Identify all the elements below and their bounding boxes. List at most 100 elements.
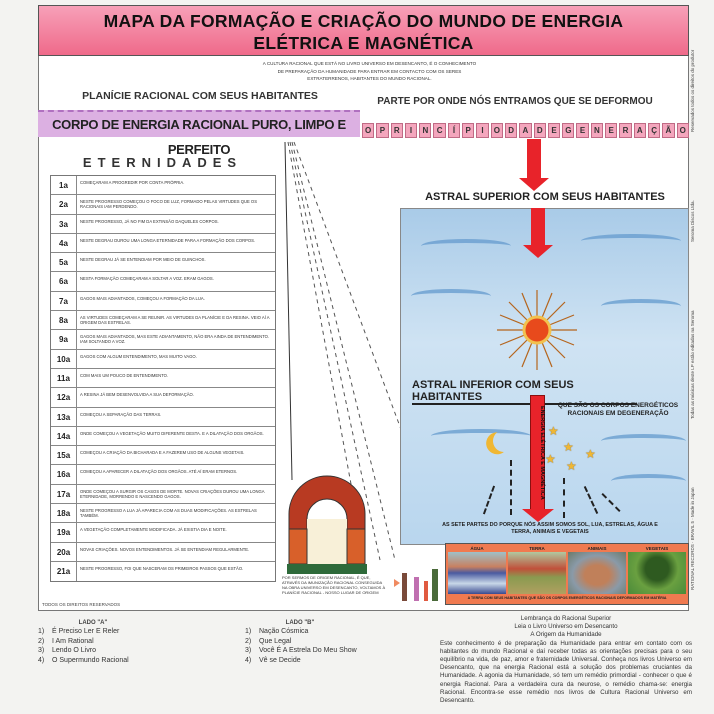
degeneracao-letter: O: [490, 123, 503, 138]
track: 3)Você É A Estrela Do Meu Show: [245, 647, 357, 654]
eternidade-text: COMEÇOU A CRIAÇÃO DA BICHARADA E A FAZER…: [80, 450, 245, 456]
lembranca-line-1: Lembrança do Racional Superior: [520, 615, 612, 622]
eternidade-text: ONDE COMEÇOU A SURGIR OS CASOS DE MORTE.…: [80, 488, 265, 499]
astral-superior-heading: ASTRAL SUPERIOR COM SEUS HABITANTES: [425, 191, 665, 203]
eternidade-number: 20a: [51, 542, 77, 561]
red-arrow-down-icon: [519, 139, 549, 191]
eternidade-number: 12a: [51, 388, 77, 407]
red-arrow-down-icon: [523, 208, 553, 258]
panel-animais: ANIMAIS: [568, 546, 626, 594]
degeneracao-letter: D: [533, 123, 546, 138]
sete-partes-caption: AS SETE PARTES DO PORQUE NÓS ASSIM SOMOS…: [442, 522, 658, 535]
degeneracao-letter: E: [605, 123, 618, 138]
eternidade-text: A VEGETAÇÃO COMPLETAMENTE MODIFICADA. JÁ…: [80, 527, 227, 533]
eternidade-number: 8a: [51, 311, 77, 330]
panel-label: ANIMAIS: [587, 546, 607, 551]
eternidade-text: NESTE PROGRESSO, FOI QUE NASCERAM OS PRI…: [80, 565, 244, 571]
track: 2)I Am Rational: [38, 637, 94, 645]
star-icon: ★: [585, 447, 596, 461]
track: 2)Que Legal: [245, 637, 292, 645]
eternidade-text: NESTE DEGRAU JÁ SE ENTENDIAM POR MEIO DE…: [80, 257, 206, 263]
eternidade-number: 13a: [51, 407, 77, 426]
energy-label: ENERGIA ELÉTRICA E MAGNÉTICA: [539, 405, 545, 500]
eternidade-number: 6a: [51, 272, 77, 291]
intro-text: A CULTURA RACIONAL QUE ESTÁ NO LIVRO UNI…: [262, 61, 477, 81]
degeneracao-letter: P: [376, 123, 389, 138]
arch-caption: POR SERMOS DE ORIGEM RACIONAL, É QUE, AT…: [282, 575, 386, 595]
parte-heading: PARTE POR ONDE NÓS ENTRAMOS QUE SE DEFOR…: [377, 96, 653, 107]
panel-vegetais: VEGETAIS: [628, 546, 686, 594]
side-a-title: LADO "A": [78, 620, 108, 626]
eternidade-text: COMEÇOU A SEPARAÇÃO DAS TERRAS.: [80, 411, 162, 417]
track: 4)O Supermundo Racional: [38, 656, 129, 664]
title-line-1: MAPA DA FORMAÇÃO E CRIAÇÃO DO MUNDO DE E…: [103, 11, 624, 31]
eternidade-text: COMEÇARAM A PROGREDIR POR CONTA PRÓPRIA.: [80, 180, 185, 185]
degeneracao-letter: E: [547, 123, 561, 138]
arch-gate-illustration: [287, 475, 367, 574]
earth-panels: ÁGUA TERRA ANIMAIS VEGETAIS A TERRA COM …: [445, 543, 689, 605]
eternidade-text: ONDE COMEÇOU A VEGETAÇÃO MUITO DIFERENTE…: [80, 430, 264, 436]
eternidade-text: A RESINA JÁ BEM DESENVOLVIDA A SUA DEFOR…: [80, 392, 194, 398]
panel-label: ÁGUA: [470, 546, 484, 551]
eternidades-title: ETERNIDADES: [82, 155, 243, 170]
sun-icon: [497, 290, 577, 370]
people-illustration: [386, 569, 438, 601]
eternidade-number: 11a: [51, 368, 77, 388]
panel-label: VEGETAIS: [645, 546, 669, 551]
star-icon: ★: [548, 424, 559, 438]
lembranca-text: Lembrança do Racional Superior Leia o Li…: [440, 615, 692, 705]
degeneracao-letter: I: [476, 123, 489, 138]
side-b-title: LADO "B": [285, 620, 315, 626]
eternidade-text: NESTE PROGRESSO A LUA JÁ APARECIA COM AS…: [80, 508, 257, 519]
rights-text: TODOS OS DIREITOS RESERVADOS: [42, 602, 121, 607]
degeneracao-letter: I: [404, 123, 418, 138]
degeneracao-letter: G: [562, 123, 575, 138]
star-icon: ★: [566, 459, 577, 473]
eternidade-number: 1a: [51, 176, 77, 195]
eternidade-text: NESTA FORMAÇÃO COMEÇARAM A SOLTAR A VOZ.…: [80, 276, 214, 282]
side-credit: RATIONAL RECORDS · BRAVIL 5 · Made in Ja…: [690, 487, 695, 590]
panel-label: TERRA: [529, 546, 545, 551]
side-credit: Reservados todos os direitos do produtor: [690, 50, 695, 133]
track: 1)É Preciso Ler E Reler: [38, 628, 120, 635]
eternidade-number: 4a: [51, 233, 77, 253]
title-line-2: ELÉTRICA E MAGNÉTICA: [253, 33, 474, 53]
degeneracao-letter: E: [576, 123, 589, 138]
side-b-tracklist: LADO "B" 1)Nação Cósmica 2)Que Legal 3)V…: [245, 620, 357, 665]
degeneracao-letter: R: [619, 123, 632, 138]
planicie-heading: PLANÍCIE RACIONAL COM SEUS HABITANTES: [82, 90, 318, 102]
side-credit: Todas as músicas deste LP estão editadas…: [690, 310, 695, 420]
corpo-box: CORPO DE ENERGIA RACIONAL PURO, LIMPO E …: [38, 110, 360, 157]
eternidade-number: 19a: [51, 523, 77, 542]
eternidade-number: 5a: [51, 253, 77, 272]
eternidade-text: NESTE PROGRESSO COMEÇOU O FOCO DE LUZ, F…: [80, 199, 257, 210]
eternidade-number: 7a: [51, 291, 77, 311]
degeneracao-letter: R: [390, 123, 403, 138]
eternidade-number: 21a: [51, 561, 77, 582]
star-icon: ★: [563, 440, 574, 454]
eternidade-number: 3a: [51, 214, 77, 233]
lembranca-line-2: Leia o Livro Universo em Desencanto: [514, 623, 618, 631]
star-icon: ★: [545, 452, 556, 466]
degeneracao-letter: Ç: [647, 123, 661, 138]
degeneracao-letter: N: [590, 123, 604, 138]
eternidade-number: 15a: [51, 446, 77, 465]
